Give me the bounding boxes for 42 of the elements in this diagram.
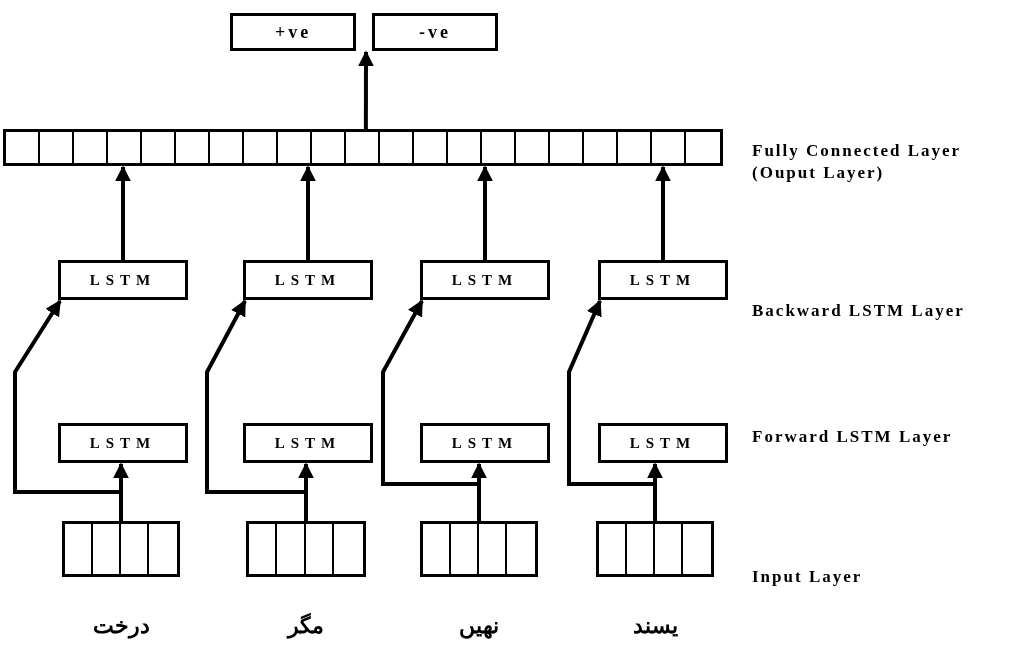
lstm-box (243, 260, 373, 300)
box-label: LSTM (89, 271, 157, 289)
box-label: LSTM (451, 271, 519, 289)
output-box (372, 13, 498, 51)
arrow (300, 165, 316, 260)
word-label: مگر (285, 613, 325, 639)
input-vector-box (62, 521, 180, 577)
box-label: LSTM (451, 434, 519, 452)
layer-label: Backward LSTM Layer (752, 300, 966, 322)
box-label: LSTM (274, 271, 342, 289)
layer-label: Forward LSTM Layer (752, 426, 954, 448)
lstm-box (420, 423, 550, 463)
arrow (13, 299, 123, 521)
box-label: LSTM (629, 434, 697, 452)
input-vector-box (420, 521, 538, 577)
lstm-box (243, 423, 373, 463)
layer-label: Input Layer (752, 566, 864, 588)
input-vector-box (246, 521, 366, 577)
arrow (477, 165, 493, 260)
box-label: LSTM (629, 271, 697, 289)
input-vector-box (596, 521, 714, 577)
layer-label: Fully Connected Layer (Ouput Layer) (752, 140, 962, 184)
fully-connected-layer-bar (3, 129, 723, 166)
arrow (115, 165, 131, 260)
arrow (358, 50, 374, 129)
lstm-box (58, 423, 188, 463)
output-box (230, 13, 356, 51)
lstm-box (420, 260, 550, 300)
lstm-box (598, 423, 728, 463)
box-label: LSTM (89, 434, 157, 452)
box-label: +ve (274, 21, 312, 43)
lstm-box (598, 260, 728, 300)
arrow (567, 299, 657, 521)
arrow (381, 299, 481, 521)
word-label: یسند (631, 613, 679, 639)
box-label: -ve (419, 21, 451, 43)
box-label: LSTM (274, 434, 342, 452)
word-label: درخت (91, 613, 151, 639)
lstm-box (58, 260, 188, 300)
arrow (205, 299, 308, 521)
word-label: نهیں (458, 613, 500, 639)
arrow (655, 165, 671, 260)
